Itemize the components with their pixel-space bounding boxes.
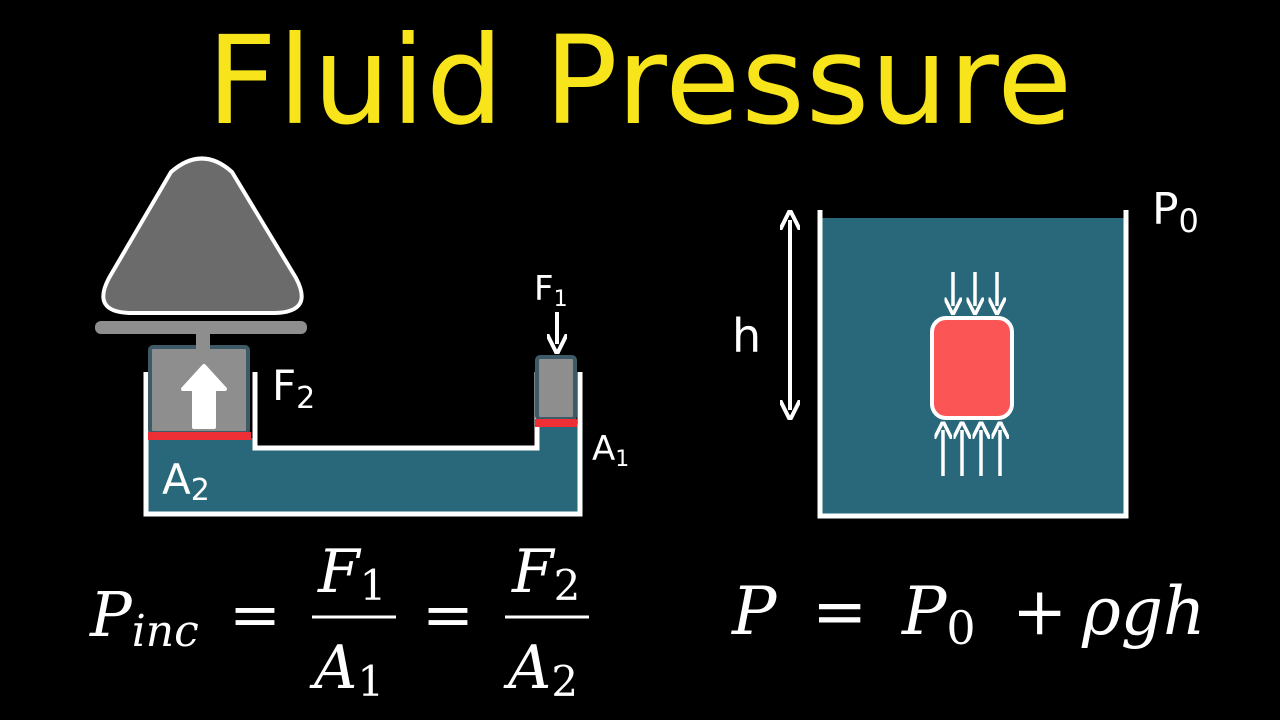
eq2-p: P [731,573,778,650]
eq2-plus: + [1012,573,1067,650]
label-h: h [732,309,761,363]
small-piston-seal [535,419,577,427]
tank-outline [817,210,1129,519]
label-f2: F2 [272,361,315,416]
eq2-equals: = [812,573,867,650]
frac2-denominator: A2 [503,633,578,706]
eq-equals-1: = [229,578,281,651]
label-f1: F1 [534,269,568,312]
eq-lhs: Pinc [89,578,199,657]
pressure-arrows-bottom [943,430,1000,476]
fluid-tank: h P0 [732,184,1199,519]
frac2-numerator: F2 [511,537,580,610]
eq-equals-2: = [422,578,474,651]
frac1-denominator: A1 [309,633,384,706]
pressure-arrows-top [953,272,997,306]
press-rod [196,332,210,350]
label-a1: A1 [592,429,629,472]
hydraulic-press: F1 F2 A1 A2 [95,156,629,517]
title: Fluid Pressure [206,10,1074,152]
submerged-object [930,316,1014,420]
press-platform [95,321,307,334]
weight-icon [101,156,304,315]
force-up-arrow-icon [181,364,227,429]
press-container-outline [143,372,583,517]
label-p0: P0 [1152,184,1199,240]
frac1-numerator: F1 [317,537,386,610]
label-a2: A2 [162,455,210,508]
eq2-p0: P0 [901,573,976,655]
equation-incremental-pressure: Pinc = F1 A1 = F2 A2 [89,537,589,706]
equation-hydrostatic-pressure: P = P0 + ρgh [731,573,1206,655]
eq2-rho-g-h: ρgh [1081,573,1206,650]
small-piston [535,355,577,421]
large-piston-seal [148,432,251,440]
